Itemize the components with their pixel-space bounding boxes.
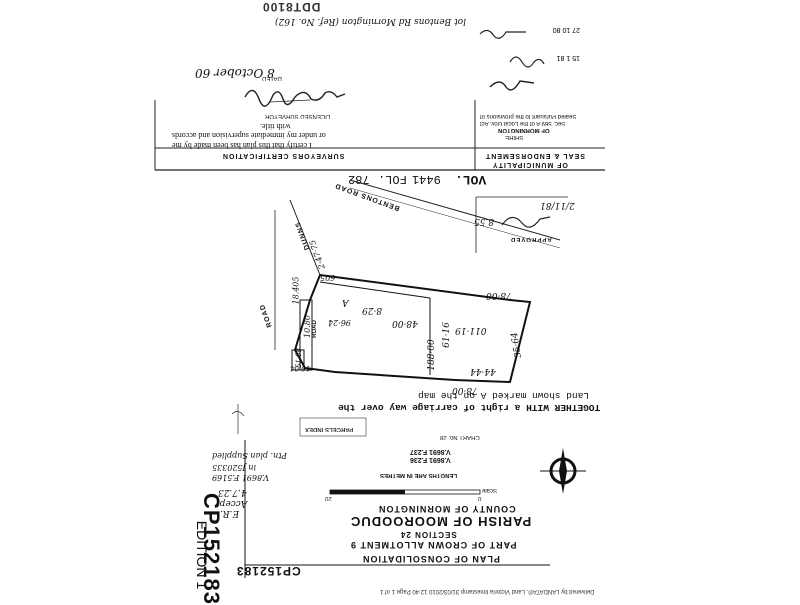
dim-3: 78·00 (486, 290, 512, 300)
dim-16: 18.405 (291, 276, 301, 305)
parcels-index-stamp (299, 417, 367, 437)
dim-7: 61·16 (441, 322, 452, 348)
svg-text:15 1 81: 15 1 81 (557, 54, 580, 61)
scale-bar (329, 489, 481, 495)
parcel-boundary (293, 274, 532, 384)
bentons-road-edge-2 (349, 187, 561, 249)
dim-8: 188·00 (426, 339, 437, 371)
parcels-index-label: PARCELS INDEX (305, 426, 354, 432)
note-vol: V.8691 F.5169 (212, 473, 270, 482)
note-accept: Accept (216, 498, 248, 508)
carriage-road-label: ROAD (311, 320, 318, 338)
svg-text:27 10 80: 27 10 80 (553, 26, 580, 33)
cp-number-small: CP152183 (236, 564, 301, 578)
dim-15: 10.04 (290, 364, 311, 372)
carriage-way-strip (299, 299, 313, 371)
dim-4: 8·29 (362, 305, 383, 315)
note-instrument: in J520335 (212, 463, 256, 472)
dim-5: 011·19 (455, 325, 487, 335)
hatch-box (291, 349, 305, 371)
surveyor-signature (244, 89, 346, 107)
approved-stamp (475, 196, 568, 253)
dim-9: 96·24 (328, 318, 351, 327)
margin-scribble (231, 404, 245, 434)
dim-13: 10.80 (302, 315, 312, 338)
note-date: 4.7.23 (218, 487, 247, 497)
together-line-2: Land shown marked A on the map (418, 390, 590, 401)
dim-2: 605 (320, 273, 336, 282)
dim-6: 48·00 (392, 318, 418, 328)
dunns-road-edge (289, 199, 321, 276)
landata-footer: Delivered by LANDATA®. Land Victoria tim… (380, 588, 595, 594)
note-er: E.R. (220, 508, 240, 518)
dim-12: 44·44 (470, 366, 496, 376)
together-line-1: TOGETHER WITH a right of carriage way ov… (338, 402, 601, 413)
title-block-frame (244, 440, 550, 578)
mark-a: A (342, 297, 349, 307)
north-arrow (540, 448, 586, 494)
certification-box (154, 100, 605, 171)
bentons-road-edge (349, 179, 561, 241)
note-plan-supplied: Ptn. plan Supplied (212, 451, 287, 460)
seal-signatures: 27 10 80 15 1 81 (479, 26, 580, 91)
parcel-inner-line (319, 281, 431, 299)
